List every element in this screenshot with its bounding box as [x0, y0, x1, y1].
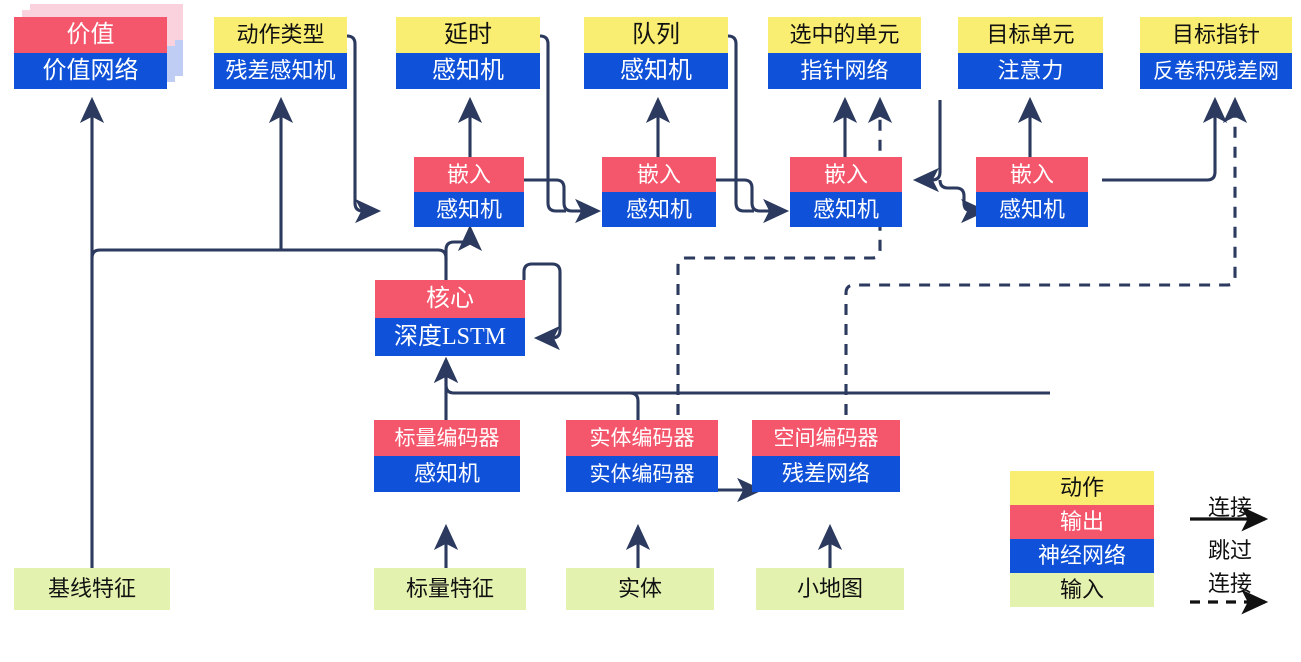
node-embed4[interactable]: 嵌入 感知机 [976, 157, 1088, 227]
legend-output-label: 输出 [1010, 505, 1154, 539]
node-core-output-label: 核心 [375, 280, 525, 318]
node-value-action-label: 价值 [14, 17, 167, 53]
node-target-unit-network-label: 注意力 [958, 53, 1103, 89]
node-embed3-output-label: 嵌入 [790, 157, 902, 192]
node-entity-encoder-output-label: 实体编码器 [566, 420, 718, 456]
node-spatial-encoder-network-label: 残差网络 [752, 456, 900, 492]
node-entities[interactable]: 实体 [566, 568, 714, 610]
node-baseline-features[interactable]: 基线特征 [14, 568, 170, 610]
node-embed2-output-label: 嵌入 [602, 157, 716, 192]
node-embed4-output-label: 嵌入 [976, 157, 1088, 192]
wire-queued-down [727, 34, 754, 213]
node-embed2-network-label: 感知机 [602, 192, 716, 227]
wire-action-type-to-embed1 [346, 34, 382, 224]
skip-entity-encoder-to-selected-units [676, 96, 893, 455]
node-scalar-encoder-network-label: 感知机 [374, 456, 520, 492]
node-target-point-action-label: 目标指针 [1140, 17, 1292, 53]
node-target-point-network-label: 反卷积残差网 [1140, 53, 1292, 89]
node-embed2[interactable]: 嵌入 感知机 [602, 157, 716, 227]
node-value[interactable]: 价值 价值网络 [14, 17, 167, 89]
node-scalar-features[interactable]: 标量特征 [374, 568, 526, 610]
legend-skip-connection-label-line2: 连接 [1207, 571, 1252, 596]
node-embed3[interactable]: 嵌入 感知机 [790, 157, 902, 227]
legend-skip-connection-label-line1: 跳过 [1207, 538, 1252, 563]
node-selected-units-action-label: 选中的单元 [768, 17, 921, 53]
node-selected-units[interactable]: 选中的单元 指针网络 [768, 17, 921, 89]
node-delay-action-label: 延时 [396, 17, 540, 53]
node-target-unit[interactable]: 目标单元 注意力 [958, 17, 1103, 89]
node-scalar-features-label: 标量特征 [374, 568, 526, 610]
node-entities-label: 实体 [566, 568, 714, 610]
node-core[interactable]: 核心 深度LSTM [375, 280, 525, 356]
wire-embed4-to-target-point [1102, 96, 1228, 182]
node-queued-network-label: 感知机 [584, 53, 728, 89]
node-value-network-label: 价值网络 [14, 53, 167, 89]
node-embed1[interactable]: 嵌入 感知机 [414, 157, 524, 227]
node-queued-action-label: 队列 [584, 17, 728, 53]
skip-spatial-encoder-to-target-point [844, 96, 1248, 455]
wire-core-output-bus [100, 248, 448, 280]
legend-connection-label: 连接 [1207, 495, 1252, 520]
legend-input-label: 输入 [1010, 573, 1154, 607]
wire-selected-units-to-embed3 [912, 100, 942, 193]
node-core-network-label: 深度LSTM [375, 318, 525, 356]
node-minimap[interactable]: 小地图 [756, 568, 904, 610]
node-queued[interactable]: 队列 感知机 [584, 17, 728, 89]
node-entity-encoder-network-label: 实体编码器 [566, 456, 718, 492]
wire-embed1-to-embed2 [524, 178, 602, 224]
node-scalar-encoder-output-label: 标量编码器 [374, 420, 520, 456]
legend-swatches: 动作 输出 神经网络 输入 [1010, 471, 1154, 607]
node-spatial-encoder[interactable]: 空间编码器 残差网络 [752, 420, 900, 492]
wire-core-recurrent-loop [522, 262, 562, 351]
node-embed1-network-label: 感知机 [414, 192, 524, 227]
node-scalar-encoder[interactable]: 标量编码器 感知机 [374, 420, 520, 492]
wire-core-to-embed1 [444, 224, 483, 251]
node-target-point[interactable]: 目标指针 反卷积残差网 [1140, 17, 1292, 89]
node-baseline-features-label: 基线特征 [14, 568, 170, 610]
node-embed1-output-label: 嵌入 [414, 157, 524, 192]
node-embed3-network-label: 感知机 [790, 192, 902, 227]
node-target-unit-action-label: 目标单元 [958, 17, 1103, 53]
node-delay-network-label: 感知机 [396, 53, 540, 89]
wire-embed2-to-embed3 [716, 178, 790, 224]
node-selected-units-network-label: 指针网络 [768, 53, 921, 89]
node-minimap-label: 小地图 [756, 568, 904, 610]
node-delay[interactable]: 延时 感知机 [396, 17, 540, 89]
node-action-type-network-label: 残差感知机 [214, 53, 347, 89]
node-action-type[interactable]: 动作类型 残差感知机 [214, 17, 347, 89]
node-action-type-action-label: 动作类型 [214, 17, 347, 53]
wire-delay-down [539, 34, 566, 213]
node-spatial-encoder-output-label: 空间编码器 [752, 420, 900, 456]
node-embed4-network-label: 感知机 [976, 192, 1088, 227]
legend-neural-network-label: 神经网络 [1010, 539, 1154, 573]
legend-action-label: 动作 [1010, 471, 1154, 505]
node-entity-encoder[interactable]: 实体编码器 实体编码器 [566, 420, 718, 492]
